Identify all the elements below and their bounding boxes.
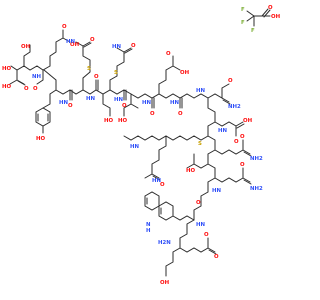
indole-hydrogen: H (146, 228, 151, 234)
oxygen-atom: O (240, 162, 245, 168)
amide-nitrogen: HN (218, 128, 228, 134)
hydroxyl-group: HO (104, 118, 114, 124)
trifluoroacetic-acid: F F F O OH (241, 5, 281, 34)
amide-nitrogen: HN (212, 188, 222, 194)
oxygen-atom: O (240, 134, 245, 140)
oxygen-atom: O (214, 254, 219, 260)
amide-group: NH2 (250, 156, 263, 162)
hydroxyl-group: HO (118, 118, 128, 124)
hydroxyl-group: OH (21, 44, 31, 50)
amide-nitrogen: HN (142, 100, 152, 106)
oxygen-atom: O (122, 103, 127, 109)
hydroxyl-group: OH (70, 42, 80, 48)
fluorine-atom: F (241, 7, 245, 13)
amide-nitrogen: HN (114, 97, 124, 103)
hydroxyl-group: HO (36, 136, 46, 142)
oxygen-atom: O (90, 37, 95, 43)
oxygen-atom: O (131, 43, 136, 49)
amide-nitrogen: HN (86, 96, 96, 102)
oxygen-atom: O (62, 24, 67, 30)
oxygen-atom: O (228, 78, 233, 84)
amide-group: NH2 (228, 104, 241, 110)
oxygen-atom: O (33, 86, 38, 92)
peptide-structure-drawing: F F F O OH (2, 5, 281, 286)
oxygen-atom: O (234, 139, 239, 145)
oxygen-atom: O (24, 86, 29, 92)
oxygen-atom: O (178, 111, 183, 117)
amide-group: NH2 (250, 186, 263, 192)
oxygen-atom: O (150, 111, 155, 117)
fluorine-atom: F (251, 28, 255, 34)
oxygen-atom: O (160, 182, 165, 188)
hydroxyl-group: OH (180, 70, 190, 76)
oxygen-atom: O (204, 232, 209, 238)
sulfur-atom: S (87, 66, 91, 72)
hydroxyl-group: OH (243, 118, 253, 124)
hydroxyl-group: HO (2, 84, 12, 90)
hydroxyl-group: HO (186, 168, 196, 174)
backbone-bonds (9, 29, 252, 277)
amide-nitrogen: HN (152, 178, 162, 184)
indole-nitrogen: N (146, 222, 151, 228)
fluorine-atom: F (241, 20, 245, 26)
hydroxyl-group: OH (271, 14, 281, 20)
sulfur-atom: S (198, 141, 202, 147)
amide-nitrogen: HN (66, 39, 76, 45)
sulfur-atom: S (114, 70, 118, 76)
hydroxyl-group: HO (2, 66, 12, 72)
oxygen-atom: O (94, 74, 99, 80)
amide-nitrogen: HN (196, 222, 206, 228)
oxygen-atom: O (196, 200, 201, 206)
amide-nitrogen: HN (112, 44, 122, 50)
amine-group: H2N (158, 240, 171, 246)
amide-nitrogen: NH (32, 74, 42, 80)
hydroxyl-group: OH (160, 280, 170, 286)
amide-nitrogen: HN (130, 144, 140, 150)
amide-nitrogen: HN (196, 88, 206, 94)
oxygen-atom: O (68, 103, 73, 109)
structure-canvas: F F F O OH (2, 5, 281, 286)
oxygen-atom: O (166, 51, 171, 57)
amide-nitrogen: HN (59, 100, 69, 106)
oxygen-atom: O (268, 5, 273, 11)
atom-labels: OH HO HO O NH O O OH HO HN O HN O HN O H… (2, 24, 263, 286)
amide-nitrogen: HN (170, 100, 180, 106)
